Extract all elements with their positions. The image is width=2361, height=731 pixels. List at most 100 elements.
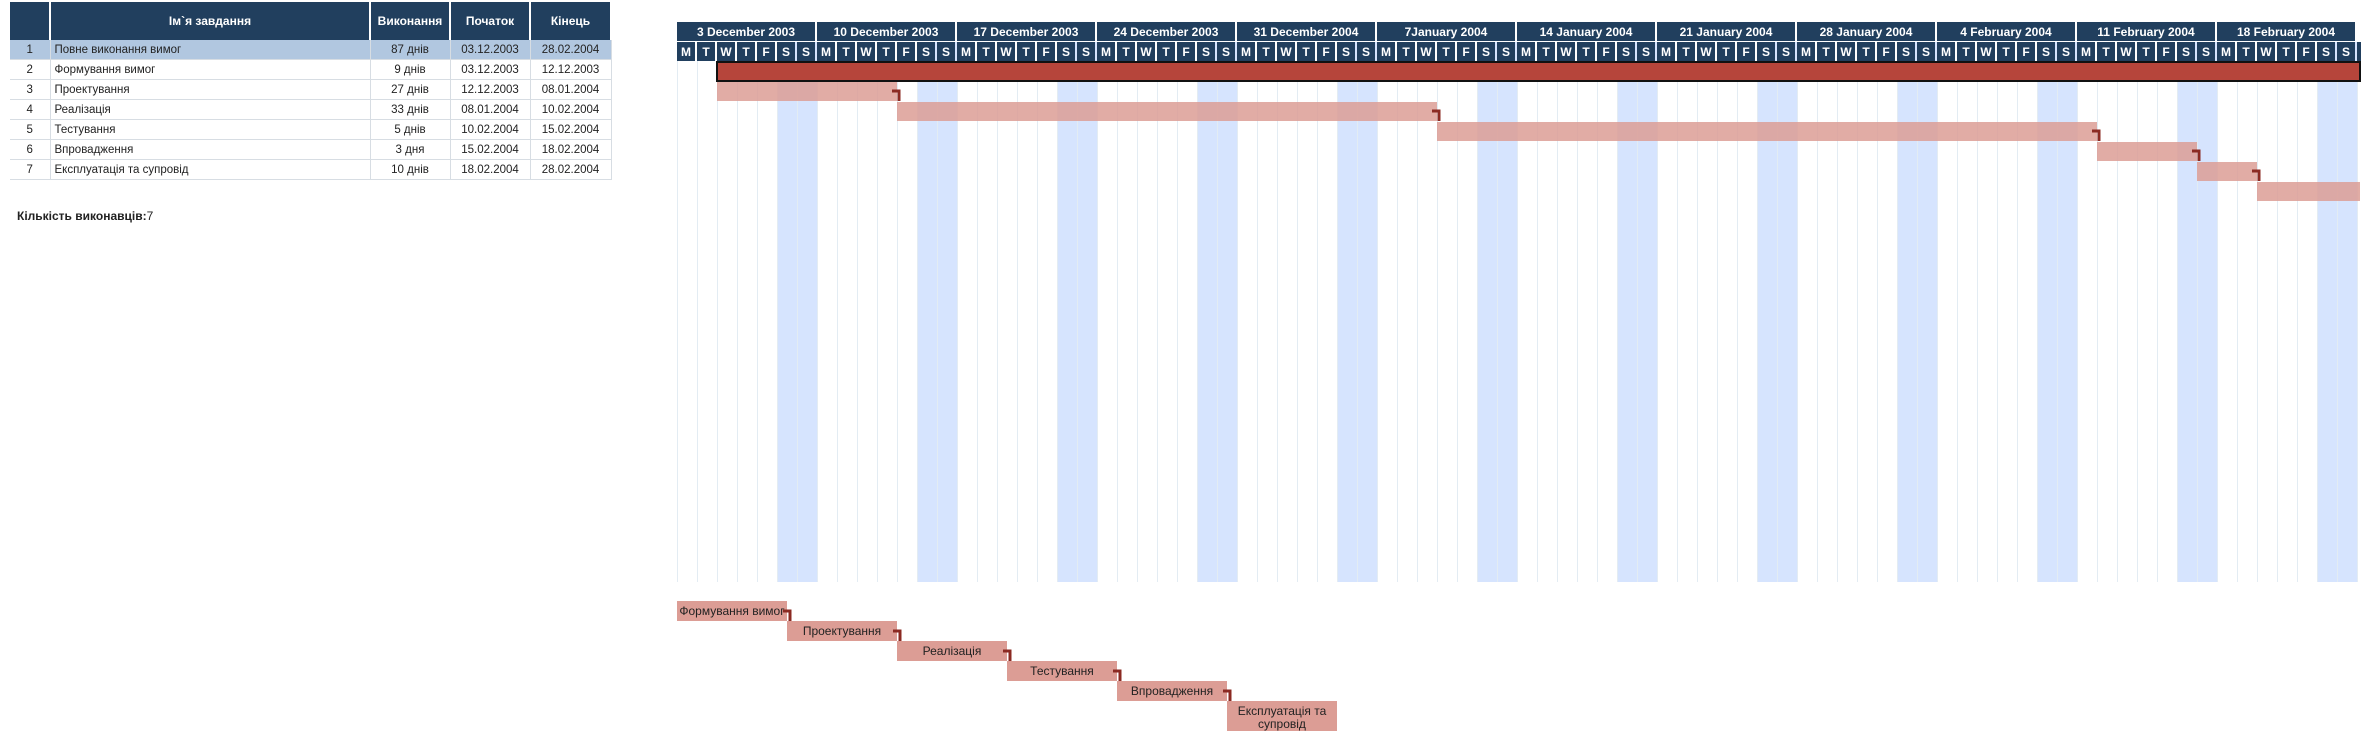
day-header-cell xyxy=(1857,42,1875,61)
day-header-cell xyxy=(1957,42,1975,61)
task-table: Ім`я завдання Виконання Початок Кінець 1… xyxy=(10,2,612,180)
stage-block[interactable] xyxy=(1117,681,1227,701)
weekend-column xyxy=(2057,42,2077,582)
day-letter: S xyxy=(1782,45,1790,59)
task-bar[interactable] xyxy=(2097,142,2197,161)
day-header-cell xyxy=(1497,42,1515,61)
cell-name: Експлуатація та супровід xyxy=(50,159,371,180)
day-header-cell xyxy=(1337,42,1355,61)
day-header-cell xyxy=(1197,42,1215,61)
dependency-link xyxy=(2192,149,2201,161)
day-letter: S xyxy=(782,45,790,59)
day-letter: W xyxy=(1980,45,1992,59)
weekend-column xyxy=(1617,42,1637,582)
task-bar[interactable] xyxy=(897,102,1437,121)
day-header-cell xyxy=(1937,42,1955,61)
task-bar[interactable] xyxy=(1437,122,2097,141)
task-bar[interactable] xyxy=(2197,162,2257,181)
day-letter: T xyxy=(2102,45,2110,59)
col-header-start[interactable]: Початок xyxy=(450,2,531,40)
stage-block[interactable] xyxy=(897,641,1007,661)
day-letter: F xyxy=(2022,45,2029,59)
day-header-cell xyxy=(1097,42,1115,61)
week-label: 14 January 2004 xyxy=(1540,25,1633,39)
day-header-cell xyxy=(1017,42,1035,61)
day-letter: F xyxy=(1322,45,1329,59)
day-letter: M xyxy=(1241,45,1251,59)
day-letter: S xyxy=(2322,45,2330,59)
day-letter: S xyxy=(2062,45,2070,59)
weekend-column xyxy=(2197,42,2217,582)
week-label: 18 February 2004 xyxy=(2237,25,2335,39)
task-bar[interactable] xyxy=(2257,182,2360,201)
stage-block[interactable] xyxy=(677,601,787,621)
day-header-cell xyxy=(1897,42,1915,61)
day-letter: M xyxy=(961,45,971,59)
weekend-column xyxy=(1477,42,1497,582)
col-header-duration[interactable]: Виконання xyxy=(370,2,451,40)
day-header-cell xyxy=(857,42,875,61)
cell-start: 15.02.2004 xyxy=(450,139,531,160)
day-header-cell xyxy=(1157,42,1175,61)
day-letter: T xyxy=(882,45,890,59)
stage-link xyxy=(1223,689,1232,701)
day-letter: F xyxy=(2162,45,2169,59)
stage-block[interactable] xyxy=(1227,701,1337,731)
stage-block[interactable] xyxy=(1007,661,1117,681)
day-letter: S xyxy=(2202,45,2210,59)
col-header-end[interactable]: Кінець xyxy=(530,2,612,40)
stage-label-line2: супровід xyxy=(1258,717,1306,731)
cell-duration: 87 днів xyxy=(370,40,451,60)
cell-start: 10.02.2004 xyxy=(450,119,531,140)
day-header-cell xyxy=(1757,42,1775,61)
day-header-cell xyxy=(1717,42,1735,61)
day-header-cell xyxy=(1377,42,1395,61)
cell-name: Тестування xyxy=(50,119,371,140)
col-header-num[interactable] xyxy=(10,2,51,40)
day-letter: T xyxy=(1162,45,1170,59)
stage-link xyxy=(1113,669,1122,681)
day-letter: T xyxy=(2282,45,2290,59)
day-letter: T xyxy=(742,45,750,59)
cell-num: 1 xyxy=(10,40,51,60)
day-header-cell xyxy=(1917,42,1935,61)
cell-end: 28.02.2004 xyxy=(530,40,612,60)
col-header-task-name[interactable]: Ім`я завдання xyxy=(50,2,371,40)
day-header-cell xyxy=(1737,42,1755,61)
day-header-cell xyxy=(677,42,695,61)
cell-start: 12.12.2003 xyxy=(450,79,531,100)
cell-duration: 33 днів xyxy=(370,99,451,120)
day-letter: S xyxy=(2042,45,2050,59)
day-letter: S xyxy=(2182,45,2190,59)
day-header-cell xyxy=(1537,42,1555,61)
stage-block[interactable] xyxy=(787,621,897,641)
day-letter: W xyxy=(1420,45,1432,59)
day-letter: W xyxy=(1140,45,1152,59)
day-header-cell xyxy=(1397,42,1415,61)
day-letter: F xyxy=(1182,45,1189,59)
day-header-cell xyxy=(937,42,955,61)
cell-end: 28.02.2004 xyxy=(530,159,612,180)
day-header-cell xyxy=(1057,42,1075,61)
day-letter: T xyxy=(1862,45,1870,59)
day-header-cell xyxy=(2177,42,2195,61)
task-bar[interactable] xyxy=(717,82,897,101)
day-letter: T xyxy=(1442,45,1450,59)
day-header-cell xyxy=(2157,42,2175,61)
summary-task-bar[interactable] xyxy=(716,61,2361,82)
day-letter: T xyxy=(1122,45,1130,59)
day-header-cell xyxy=(1577,42,1595,61)
week-label: 11 February 2004 xyxy=(2097,25,2195,39)
day-letter: T xyxy=(1542,45,1550,59)
cell-end: 12.12.2003 xyxy=(530,59,612,80)
cell-duration: 10 днів xyxy=(370,159,451,180)
day-header-cell xyxy=(2317,42,2335,61)
